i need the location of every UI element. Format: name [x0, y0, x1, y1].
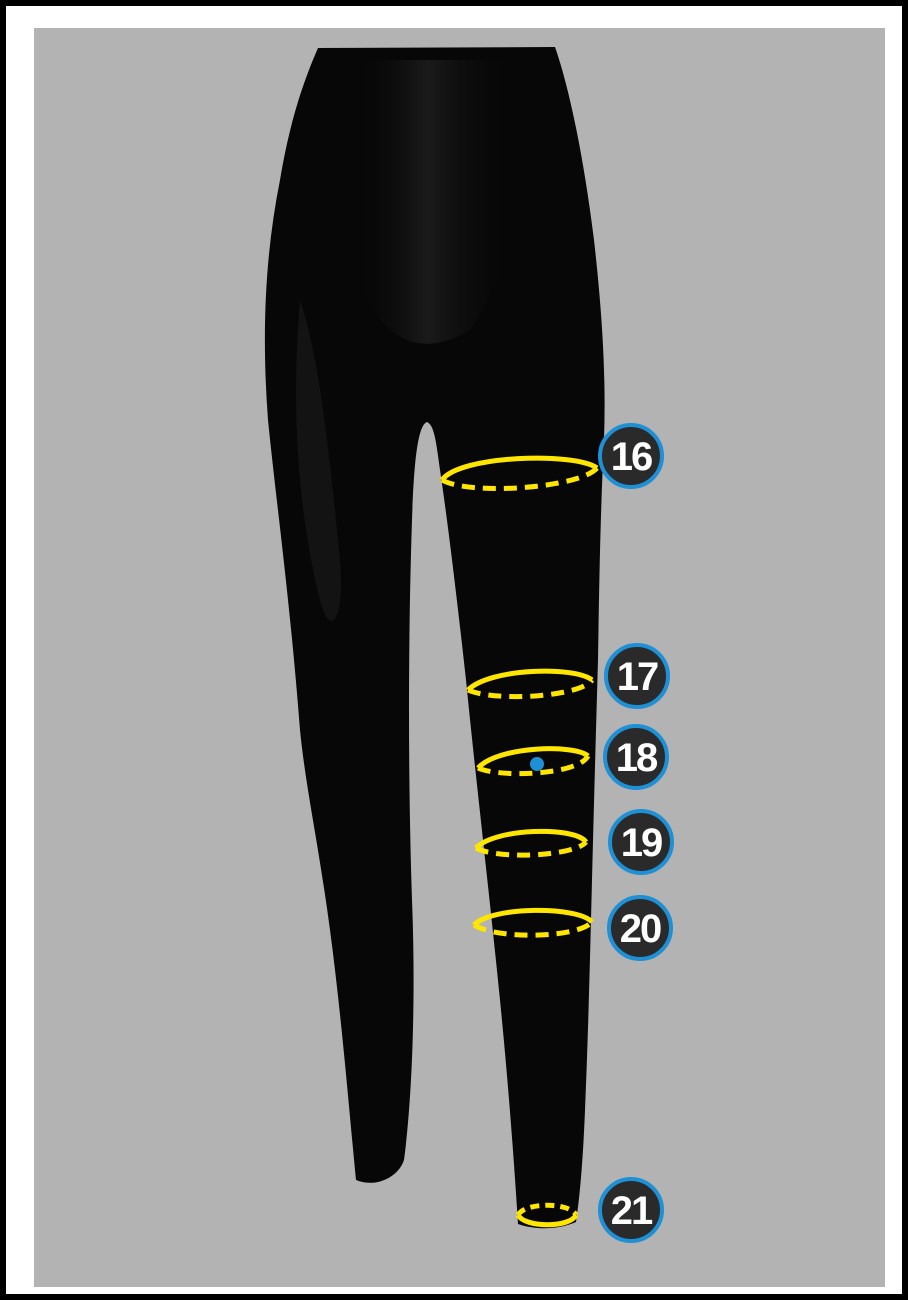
measurement-badge-18: 18 — [605, 726, 667, 788]
measurement-badge-21: 21 — [600, 1179, 662, 1241]
badge-number: 18 — [616, 736, 658, 780]
measurement-badge-20: 20 — [609, 897, 671, 959]
badge-number: 21 — [611, 1189, 653, 1233]
measurement-badge-17: 17 — [606, 645, 668, 707]
badge-number: 20 — [620, 907, 661, 951]
measurement-badge-16: 16 — [600, 425, 662, 487]
measurement-badge-19: 19 — [610, 811, 672, 873]
badge-number: 19 — [621, 821, 662, 865]
knee-marker-dot — [530, 757, 544, 771]
badge-number: 16 — [611, 435, 652, 479]
badge-number: 17 — [617, 655, 658, 699]
